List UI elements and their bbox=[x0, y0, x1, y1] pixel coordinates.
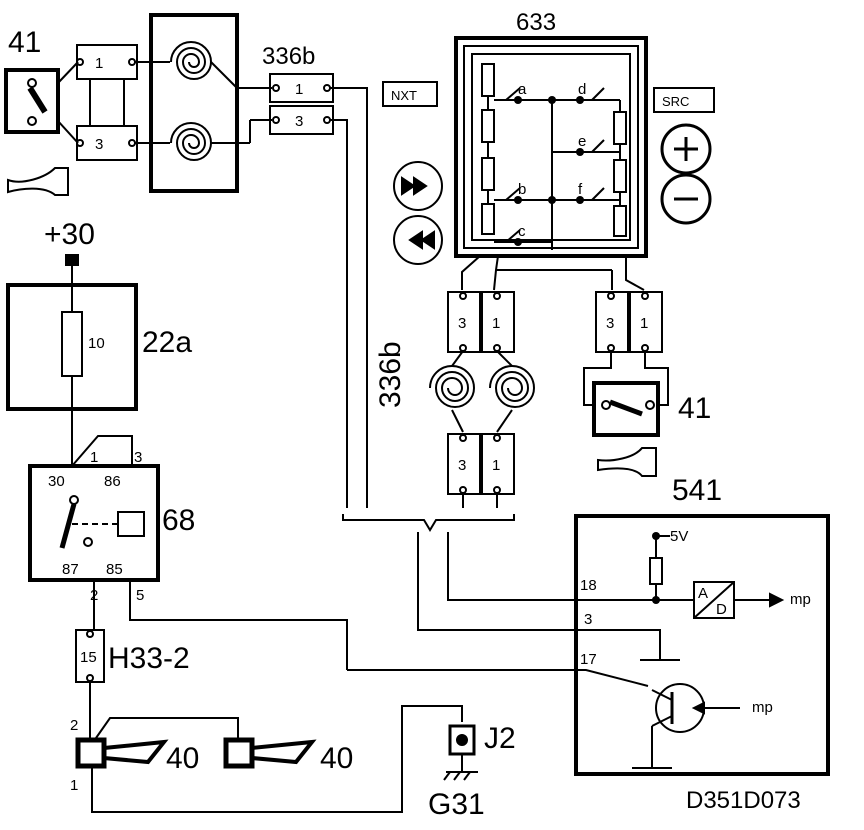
switch-a-label: a bbox=[518, 81, 527, 98]
label-633: 633 bbox=[516, 9, 556, 36]
doc-id: D351D073 bbox=[686, 787, 801, 814]
label-22a: 22a bbox=[142, 326, 192, 359]
pin-1-relay: 1 bbox=[90, 449, 98, 466]
pin-86: 86 bbox=[104, 473, 121, 490]
pin-87: 87 bbox=[62, 561, 79, 578]
switch-d-label: d bbox=[578, 81, 586, 98]
label-40a: 40 bbox=[166, 742, 199, 775]
label-41-left: 41 bbox=[8, 26, 41, 59]
minus-button-icon bbox=[660, 173, 712, 225]
pin-3-d: 3 bbox=[606, 315, 614, 332]
prev-button-icon bbox=[393, 215, 443, 265]
horn-40a bbox=[75, 737, 169, 769]
pin-3-ecu: 3 bbox=[584, 611, 592, 628]
control-633-block bbox=[454, 36, 648, 258]
nxt-button bbox=[382, 81, 438, 107]
horn-switch-right bbox=[592, 381, 660, 477]
h33-pin: 15 bbox=[80, 649, 97, 666]
horn-pin-2: 2 bbox=[70, 717, 78, 734]
mp-label-1: mp bbox=[790, 591, 811, 608]
label-41-right: 41 bbox=[678, 392, 711, 425]
connector-left-pair bbox=[76, 44, 138, 161]
clock-spring-lower bbox=[429, 365, 536, 408]
label-336b-vertical: 336b bbox=[374, 341, 407, 408]
horn-40b bbox=[223, 737, 317, 769]
switch-b-label: b bbox=[518, 181, 526, 198]
pin-3-relay: 3 bbox=[134, 449, 142, 466]
pin-3-b: 3 bbox=[295, 113, 303, 130]
switch-c-label: c bbox=[518, 223, 526, 240]
ecu-541 bbox=[574, 514, 830, 776]
horn-pin-1: 1 bbox=[70, 777, 78, 794]
nxt-label: NXT bbox=[391, 88, 417, 103]
pin-1-d: 1 bbox=[640, 315, 648, 332]
pin-30: 30 bbox=[48, 473, 65, 490]
supply-label: +30 bbox=[44, 218, 95, 251]
wire-5-label: 5 bbox=[136, 587, 144, 604]
switch-f-label: f bbox=[578, 181, 583, 198]
fuse-value: 10 bbox=[88, 335, 105, 352]
label-541: 541 bbox=[672, 474, 722, 507]
wire-2-label: 2 bbox=[90, 587, 98, 604]
ground-j2 bbox=[443, 724, 478, 781]
pin-1-e: 1 bbox=[492, 457, 500, 474]
src-button bbox=[653, 87, 715, 113]
label-336b-top: 336b bbox=[262, 43, 315, 70]
src-label: SRC bbox=[662, 94, 689, 109]
mp-label-2: mp bbox=[752, 699, 773, 716]
pin-18: 18 bbox=[580, 577, 597, 594]
next-button-icon bbox=[393, 161, 443, 211]
clock-spring-top bbox=[149, 13, 239, 193]
adc-a-label: A bbox=[698, 585, 708, 602]
label-g31: G31 bbox=[428, 788, 485, 821]
horn-switch-left bbox=[4, 68, 69, 196]
plus-button-icon bbox=[660, 123, 712, 175]
vref-label: 5V bbox=[670, 528, 688, 545]
pin-3-e: 3 bbox=[458, 457, 466, 474]
pin-1-c: 1 bbox=[492, 315, 500, 332]
pin-1-b: 1 bbox=[295, 81, 303, 98]
label-j2: J2 bbox=[484, 722, 516, 755]
label-40b: 40 bbox=[320, 742, 353, 775]
pin-85: 85 bbox=[106, 561, 123, 578]
pin-3-c: 3 bbox=[458, 315, 466, 332]
label-h33-2: H33-2 bbox=[108, 642, 190, 675]
pin-3-a: 3 bbox=[95, 136, 103, 153]
pin-1-a: 1 bbox=[95, 55, 103, 72]
label-68: 68 bbox=[162, 504, 195, 537]
pin-17: 17 bbox=[580, 651, 597, 668]
switch-e-label: e bbox=[578, 133, 586, 150]
adc-d-label: D bbox=[716, 601, 727, 618]
